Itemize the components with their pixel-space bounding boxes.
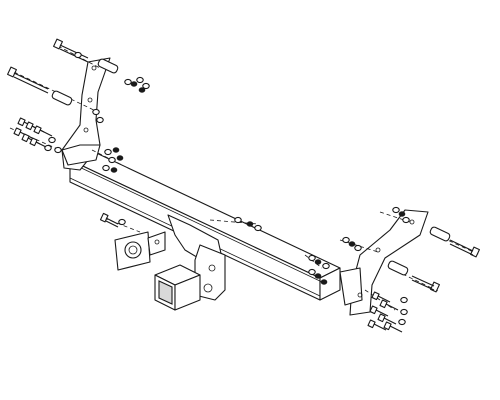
left-bracket <box>61 57 111 171</box>
washer <box>136 76 144 84</box>
nut <box>110 167 118 173</box>
nut <box>246 221 254 227</box>
spacer-tube <box>51 90 73 106</box>
bracket-hole <box>87 97 93 103</box>
washer <box>118 218 126 226</box>
small-bolt-head <box>379 299 388 309</box>
bracket-hole <box>154 239 160 245</box>
nut <box>314 273 322 279</box>
small-bolt-head <box>369 305 378 315</box>
socket-bracket-tab <box>147 231 166 256</box>
pin-hole <box>208 264 216 272</box>
washer <box>96 116 104 124</box>
nut <box>320 279 328 285</box>
crossbar-edge-line <box>74 164 323 283</box>
assembly-line <box>13 71 99 113</box>
receiver-side <box>174 274 201 311</box>
pin-hole <box>203 283 213 293</box>
small-bolt-shank <box>373 323 387 331</box>
socket-plate <box>114 231 166 271</box>
long-bolt <box>411 275 440 293</box>
small-bolt-shank <box>39 129 53 137</box>
receiver-hitch <box>154 214 226 311</box>
washer <box>308 268 316 276</box>
small-bolt-shank <box>375 309 389 317</box>
receiver-side-plate <box>194 244 226 301</box>
short-bolt <box>99 212 119 228</box>
washer <box>308 254 316 262</box>
spacer-tube <box>97 58 119 74</box>
bracket-hole <box>375 247 381 253</box>
small-bolt-shank <box>377 295 391 303</box>
washer <box>392 206 400 214</box>
small-bolt-head <box>17 117 26 127</box>
nut <box>130 81 138 87</box>
small-bolt-shank <box>383 317 397 325</box>
nut <box>112 147 120 153</box>
small-bolt-head <box>13 127 22 137</box>
washer <box>234 216 242 224</box>
left-bracket-plate <box>61 57 111 171</box>
washer <box>104 148 112 156</box>
spacer-tube <box>429 226 451 242</box>
left-bracket-foot <box>61 144 101 166</box>
small-bolt-shank <box>385 303 399 311</box>
right-bracket-foot <box>339 267 363 306</box>
small-bolt-head <box>29 137 38 147</box>
washer <box>102 164 110 172</box>
bracket-hole <box>83 127 89 133</box>
small-bolt-head <box>25 121 34 131</box>
small-bolt-head <box>383 321 392 331</box>
bracket-hole <box>91 65 97 71</box>
assembly-line <box>209 219 259 225</box>
spacer-tubes <box>51 58 451 276</box>
right-bracket <box>339 209 429 316</box>
washer <box>74 51 82 59</box>
nut <box>138 87 146 93</box>
long-bolt <box>53 38 89 63</box>
bracket-hole <box>357 292 363 298</box>
nut <box>116 155 124 161</box>
small-bolt-shank <box>389 325 403 333</box>
washer <box>124 78 132 86</box>
receiver-opening <box>158 280 173 305</box>
long-bolt <box>449 239 480 258</box>
nut <box>314 259 322 265</box>
small-bolt-head <box>371 291 380 301</box>
washer <box>44 144 52 152</box>
washer <box>254 224 262 232</box>
bolts <box>7 38 480 293</box>
socket-center <box>128 245 138 255</box>
washer <box>54 146 62 154</box>
spacer-tube <box>387 260 409 276</box>
socket-ring <box>124 241 142 259</box>
fasteners <box>13 51 410 333</box>
small-bolt-head <box>21 133 30 143</box>
small-bolt-head <box>33 125 42 135</box>
assembly-line <box>364 289 396 311</box>
assembly-line <box>304 254 323 269</box>
washer <box>142 82 150 90</box>
washer <box>342 236 350 244</box>
washer <box>92 108 100 116</box>
assembly-line <box>91 149 123 166</box>
crossbar-end-face <box>319 267 341 301</box>
washer <box>400 308 408 316</box>
washer <box>48 136 56 144</box>
small-bolt-head <box>367 319 376 329</box>
washer <box>402 216 410 224</box>
small-bolt-head <box>377 313 386 323</box>
assembly-line <box>379 211 411 223</box>
washer <box>354 244 362 252</box>
nut <box>398 211 406 217</box>
nut <box>348 241 356 247</box>
long-bolt <box>7 66 49 94</box>
washer <box>400 296 408 304</box>
washer <box>108 156 116 164</box>
washer <box>398 318 406 326</box>
washer <box>322 262 330 270</box>
